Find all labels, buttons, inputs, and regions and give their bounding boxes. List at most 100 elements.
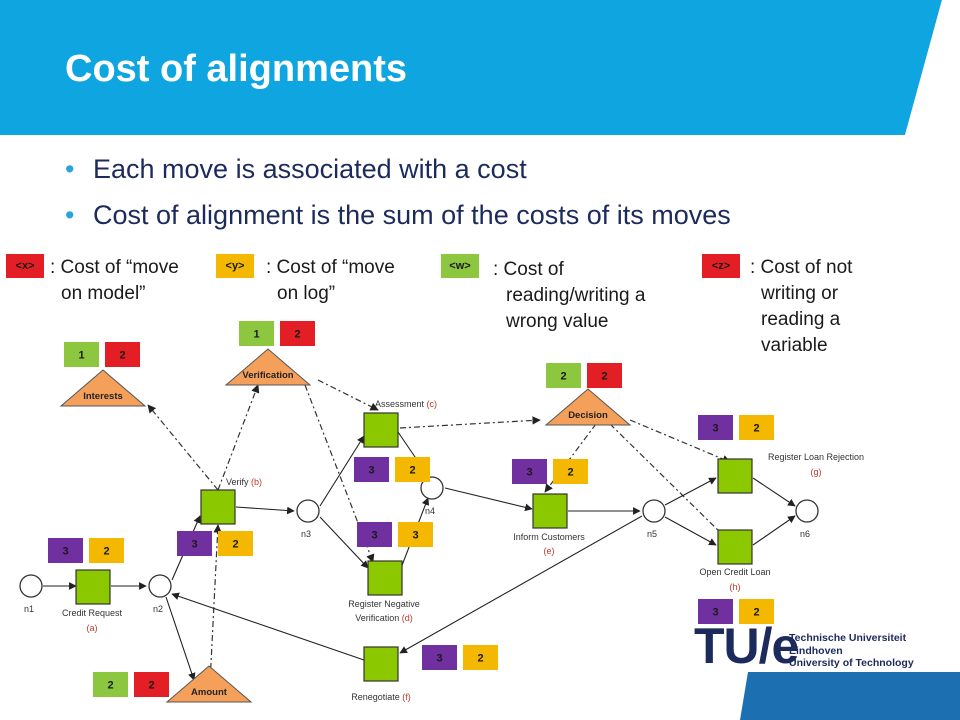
cost-value: 2 xyxy=(107,680,113,692)
cost-value: 3 xyxy=(712,423,718,435)
legend-tag-w: <w> xyxy=(441,254,479,278)
cost-box xyxy=(553,459,588,484)
variable-interests xyxy=(59,369,147,407)
transition-label: Verification (d) xyxy=(355,613,413,623)
control-flow-edge xyxy=(399,515,643,654)
place-label: n3 xyxy=(301,529,311,539)
cost-value: 2 xyxy=(294,329,300,341)
cost-value: 2 xyxy=(119,350,125,362)
control-flow-edge xyxy=(319,516,369,569)
cost-box xyxy=(698,415,733,440)
tue-logo-text: Technische Universiteit Eindhoven Univer… xyxy=(789,632,914,670)
variable-edge xyxy=(217,384,260,491)
variable-edge xyxy=(209,524,222,684)
cost-value: 2 xyxy=(232,539,238,551)
legend-line: reading/writing a xyxy=(506,285,646,306)
cost-value: 3 xyxy=(712,607,718,619)
variable-edge xyxy=(399,416,541,429)
transition-letter: (h) xyxy=(730,582,741,592)
legend-line: on model” xyxy=(61,283,146,304)
transition-letter: (g) xyxy=(811,467,822,477)
control-flow-edges xyxy=(43,431,796,681)
control-flow-edge xyxy=(752,477,796,507)
legend-text-x: : Cost of “move on model” xyxy=(50,255,179,307)
header-background xyxy=(0,0,960,135)
footer-bar xyxy=(740,672,960,720)
variable-label: Verification xyxy=(242,370,293,381)
variable-verification xyxy=(224,348,312,386)
cost-box xyxy=(463,645,498,670)
cost-value: 2 xyxy=(567,467,573,479)
place-n2 xyxy=(148,574,172,598)
cost-box xyxy=(587,363,622,388)
bullet-item: Each move is associated with a cost xyxy=(65,146,731,192)
cost-value: 3 xyxy=(371,530,377,542)
cost-box xyxy=(422,645,457,670)
cost-value: 2 xyxy=(753,423,759,435)
cost-box xyxy=(105,342,140,367)
place-label: n1 xyxy=(24,604,34,614)
transition-label: Inform Customers xyxy=(513,532,585,542)
transition-letter: (e) xyxy=(544,546,555,556)
transition-letter: (b) xyxy=(251,477,262,487)
place-label: n6 xyxy=(800,529,810,539)
logo-line: Eindhoven xyxy=(789,644,843,657)
cost-box xyxy=(48,538,83,563)
cost-value: 3 xyxy=(62,546,68,558)
transition-f xyxy=(363,646,399,682)
place-n1 xyxy=(19,574,43,598)
cost-box xyxy=(89,538,124,563)
transition-label: Open Credit Loan xyxy=(699,567,770,577)
control-flow-edge xyxy=(165,596,196,681)
cost-box xyxy=(134,672,169,697)
transition-name: Assessment xyxy=(375,399,427,409)
legend-line: on log” xyxy=(277,283,336,304)
cost-box xyxy=(93,672,128,697)
legend-line: : Cost of not xyxy=(750,257,853,278)
place-n3 xyxy=(296,499,320,523)
transition-c xyxy=(363,412,399,448)
logo-line: University of Technology xyxy=(789,657,914,669)
transition-name: Verification xyxy=(355,613,402,623)
transition-label: Register Loan Rejection xyxy=(768,452,864,462)
cost-box xyxy=(395,457,430,482)
variable-edge xyxy=(317,379,379,411)
cost-box xyxy=(354,457,389,482)
transition-g xyxy=(717,458,753,494)
slide-title: Cost of alignments xyxy=(65,48,408,90)
cost-box xyxy=(739,415,774,440)
control-flow-edge xyxy=(319,435,365,507)
legend-line: : Cost of “move xyxy=(50,257,179,278)
legend-line: variable xyxy=(761,335,828,356)
variable-edge xyxy=(147,404,219,491)
legend-line: : Cost of “move xyxy=(266,257,395,278)
transition-letter: (c) xyxy=(427,399,438,409)
cost-box xyxy=(177,531,212,556)
variable-label: Interests xyxy=(83,391,123,402)
cost-value: 2 xyxy=(409,465,415,477)
cost-value: 2 xyxy=(601,371,607,383)
transition-label: Credit Request xyxy=(62,608,123,618)
place-n4 xyxy=(420,476,444,500)
cost-box xyxy=(218,531,253,556)
control-flow-edge xyxy=(235,506,295,515)
cost-box xyxy=(398,522,433,547)
legend-text-w: : Cost of reading/writing a wrong value xyxy=(493,257,645,335)
cost-value: 1 xyxy=(253,329,259,341)
place-n6 xyxy=(795,499,819,523)
transition-b xyxy=(200,489,236,525)
cost-value: 3 xyxy=(412,530,418,542)
variable-amount xyxy=(165,665,253,703)
transition-e xyxy=(532,493,568,529)
transition-letter: (a) xyxy=(87,623,98,633)
